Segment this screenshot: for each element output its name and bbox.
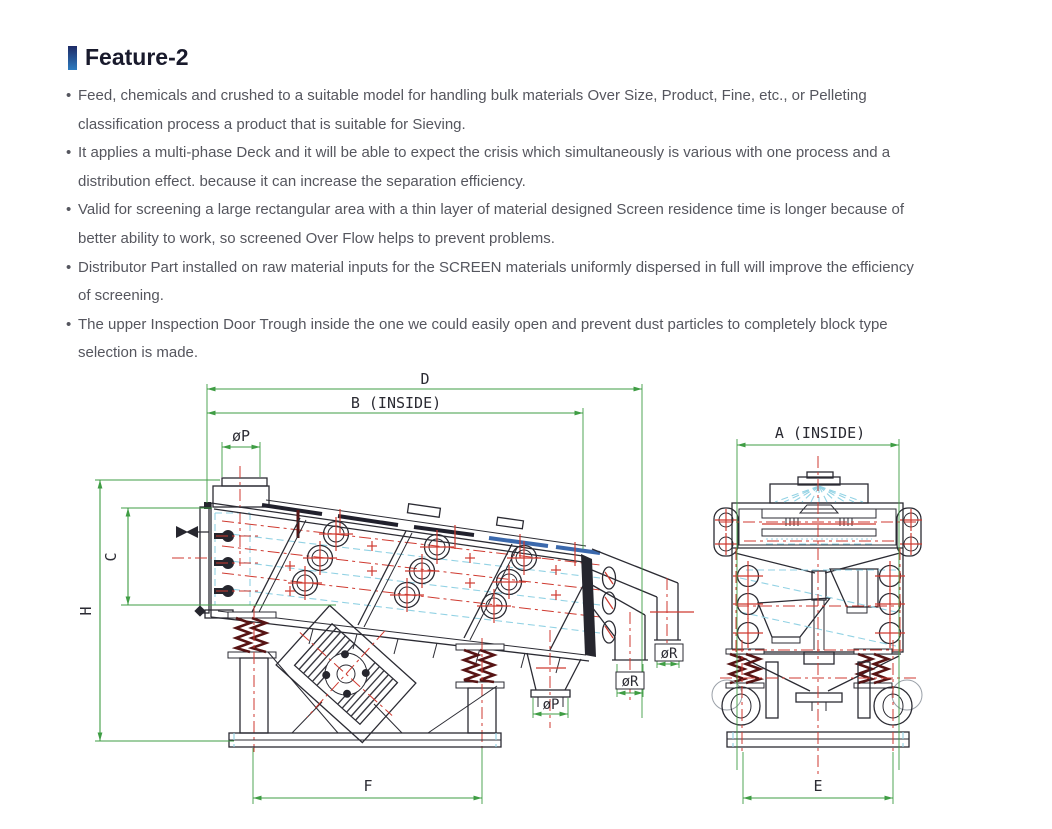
list-item: • Feed, chemicals and crushed to a suitab… xyxy=(66,82,1026,139)
distributor-fan xyxy=(774,485,864,503)
feature-list: • Feed, chemicals and crushed to a suitab… xyxy=(66,82,1026,368)
dim-label-a: A (INSIDE) xyxy=(775,424,865,442)
front-view xyxy=(711,456,923,774)
bullet-text: The upper Inspection Door Trough inside … xyxy=(78,315,888,362)
discharge-funnel xyxy=(526,630,582,728)
list-item: • Valid for screening a large rectangular… xyxy=(66,196,1026,253)
dim-label-c: C xyxy=(102,552,120,561)
center-ticks xyxy=(285,541,561,600)
dim-label-r-upper: øR xyxy=(661,646,678,662)
front-spring-left xyxy=(711,648,765,726)
deck-hooks xyxy=(308,628,561,674)
dimensions: D B (INSIDE) øP A (INSIDE) C H ø xyxy=(77,370,900,804)
bullet-text: It applies a multi-phase Deck and it wil… xyxy=(78,144,891,190)
front-ports xyxy=(733,561,905,648)
front-spring-right xyxy=(853,648,923,726)
list-item: • Distributor Part installed on raw mater… xyxy=(66,254,1026,311)
dim-label-h: H xyxy=(77,606,95,615)
dim-label-p-top: øP xyxy=(232,427,250,445)
dim-label-p-side: øP xyxy=(543,697,560,713)
vibration-motor xyxy=(275,604,417,744)
list-item: • It applies a multi-phase Deck and it wi… xyxy=(66,139,1026,196)
spring-left xyxy=(227,606,277,752)
bullet-marker: • xyxy=(66,87,72,104)
bullet-marker: • xyxy=(66,144,72,162)
dim-label-r-lower: øR xyxy=(622,674,639,690)
section-header: Feature-2 xyxy=(68,44,189,71)
bullet-text: Valid for screening a large rectangular … xyxy=(78,201,905,247)
accent-bar xyxy=(68,45,77,70)
dim-label-b: B (INSIDE) xyxy=(351,394,441,412)
dim-label-d: D xyxy=(420,370,429,388)
bullet-text: Feed, chemicals and crushed to a suitabl… xyxy=(78,87,867,133)
list-item: • The upper Inspection Door Trough inside… xyxy=(66,311,1026,368)
bullet-marker: • xyxy=(66,201,72,219)
dim-label-f: F xyxy=(363,777,372,795)
bullet-marker: • xyxy=(66,315,72,333)
clamp-details xyxy=(172,526,262,597)
bullet-marker: • xyxy=(66,258,72,276)
bullet-text: Distributor Part installed on raw materi… xyxy=(78,258,914,305)
side-view xyxy=(172,466,694,752)
page-title: Feature-2 xyxy=(85,44,189,70)
spring-right xyxy=(455,638,505,752)
dim-label-e: E xyxy=(813,777,822,795)
inspection-holes xyxy=(288,517,541,623)
